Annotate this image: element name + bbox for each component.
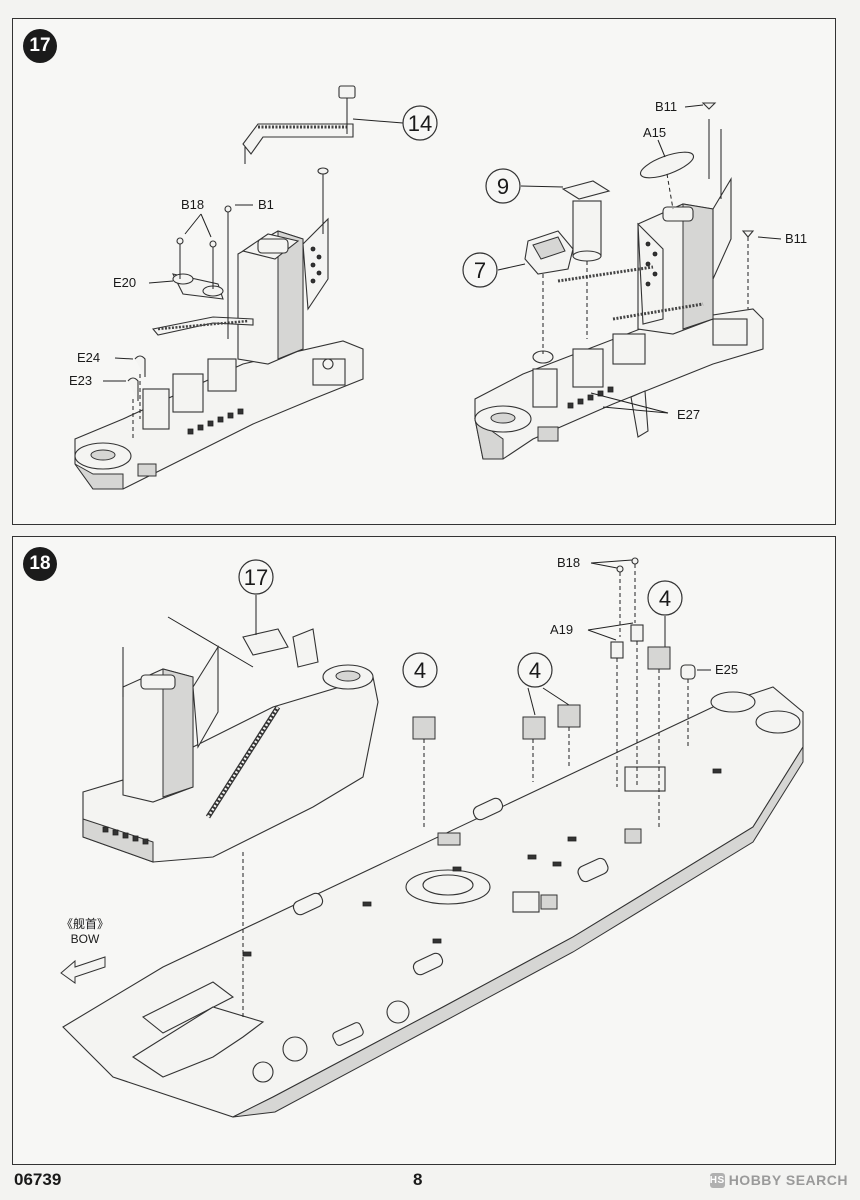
- subassembly-4-middle: 4: [529, 658, 541, 683]
- window-row-right: [567, 386, 614, 409]
- label-b1: B1: [258, 197, 274, 212]
- deck-small-fittings: [242, 768, 722, 957]
- step-18-drawing: 17 4 4 4: [60, 555, 804, 1118]
- step-17-panel: 17: [12, 18, 836, 525]
- hull-deck: [62, 686, 804, 1118]
- label-b11-right: B11: [785, 231, 807, 246]
- label-b11-top: B11: [655, 99, 677, 114]
- label-e23: E23: [69, 373, 92, 388]
- step-17-drawing: B18 B1 E20 E24 E23 14: [69, 85, 807, 490]
- hobby-search-logo-icon: HS: [709, 1172, 725, 1188]
- part-7-block: [524, 230, 574, 354]
- label-e24: E24: [77, 350, 100, 365]
- subassembly-9: 9: [497, 174, 509, 199]
- part-e20: [171, 273, 224, 300]
- watermark: HS HOBBY SEARCH: [709, 1172, 848, 1188]
- watermark-text: HOBBY SEARCH: [728, 1172, 848, 1188]
- subassembly-17: 17: [244, 565, 268, 590]
- subassembly-4-right: 4: [659, 586, 671, 611]
- superstructure-17: [82, 616, 379, 863]
- label-e27: E27: [677, 407, 700, 422]
- window-row: [187, 408, 244, 435]
- label-a15: A15: [643, 125, 666, 140]
- subassembly-7: 7: [474, 258, 486, 283]
- part-9-tube: [561, 180, 611, 339]
- step-18-panel: 18: [12, 536, 836, 1165]
- subassembly-4-left: 4: [414, 658, 426, 683]
- label-e25: E25: [715, 662, 738, 677]
- small-parts-b18-b1: [127, 205, 232, 439]
- lattice-dots: [310, 246, 322, 284]
- step-17-badge: 17: [23, 29, 57, 63]
- superstructure-windows: [102, 826, 149, 845]
- label-a19: A19: [550, 622, 573, 637]
- label-b18: B18: [181, 197, 204, 212]
- subassembly-14: 14: [408, 111, 432, 136]
- page-number: 8: [413, 1170, 423, 1189]
- right-superstructure: [474, 119, 764, 460]
- bow-label-en: BOW: [70, 932, 100, 946]
- bow-indicator: 《舰首》 BOW: [61, 917, 109, 947]
- bow-label-cn: 《舰首》: [61, 917, 110, 931]
- left-superstructure: [74, 167, 364, 490]
- label-e20: E20: [113, 275, 136, 290]
- kit-number: 06739: [14, 1170, 62, 1189]
- deck-4-blocks: [540, 828, 642, 910]
- lattice-dots-right: [645, 241, 658, 287]
- part-14-catwalk: [242, 85, 404, 164]
- step-18-badge: 18: [23, 547, 57, 581]
- label-b18-18: B18: [557, 555, 580, 570]
